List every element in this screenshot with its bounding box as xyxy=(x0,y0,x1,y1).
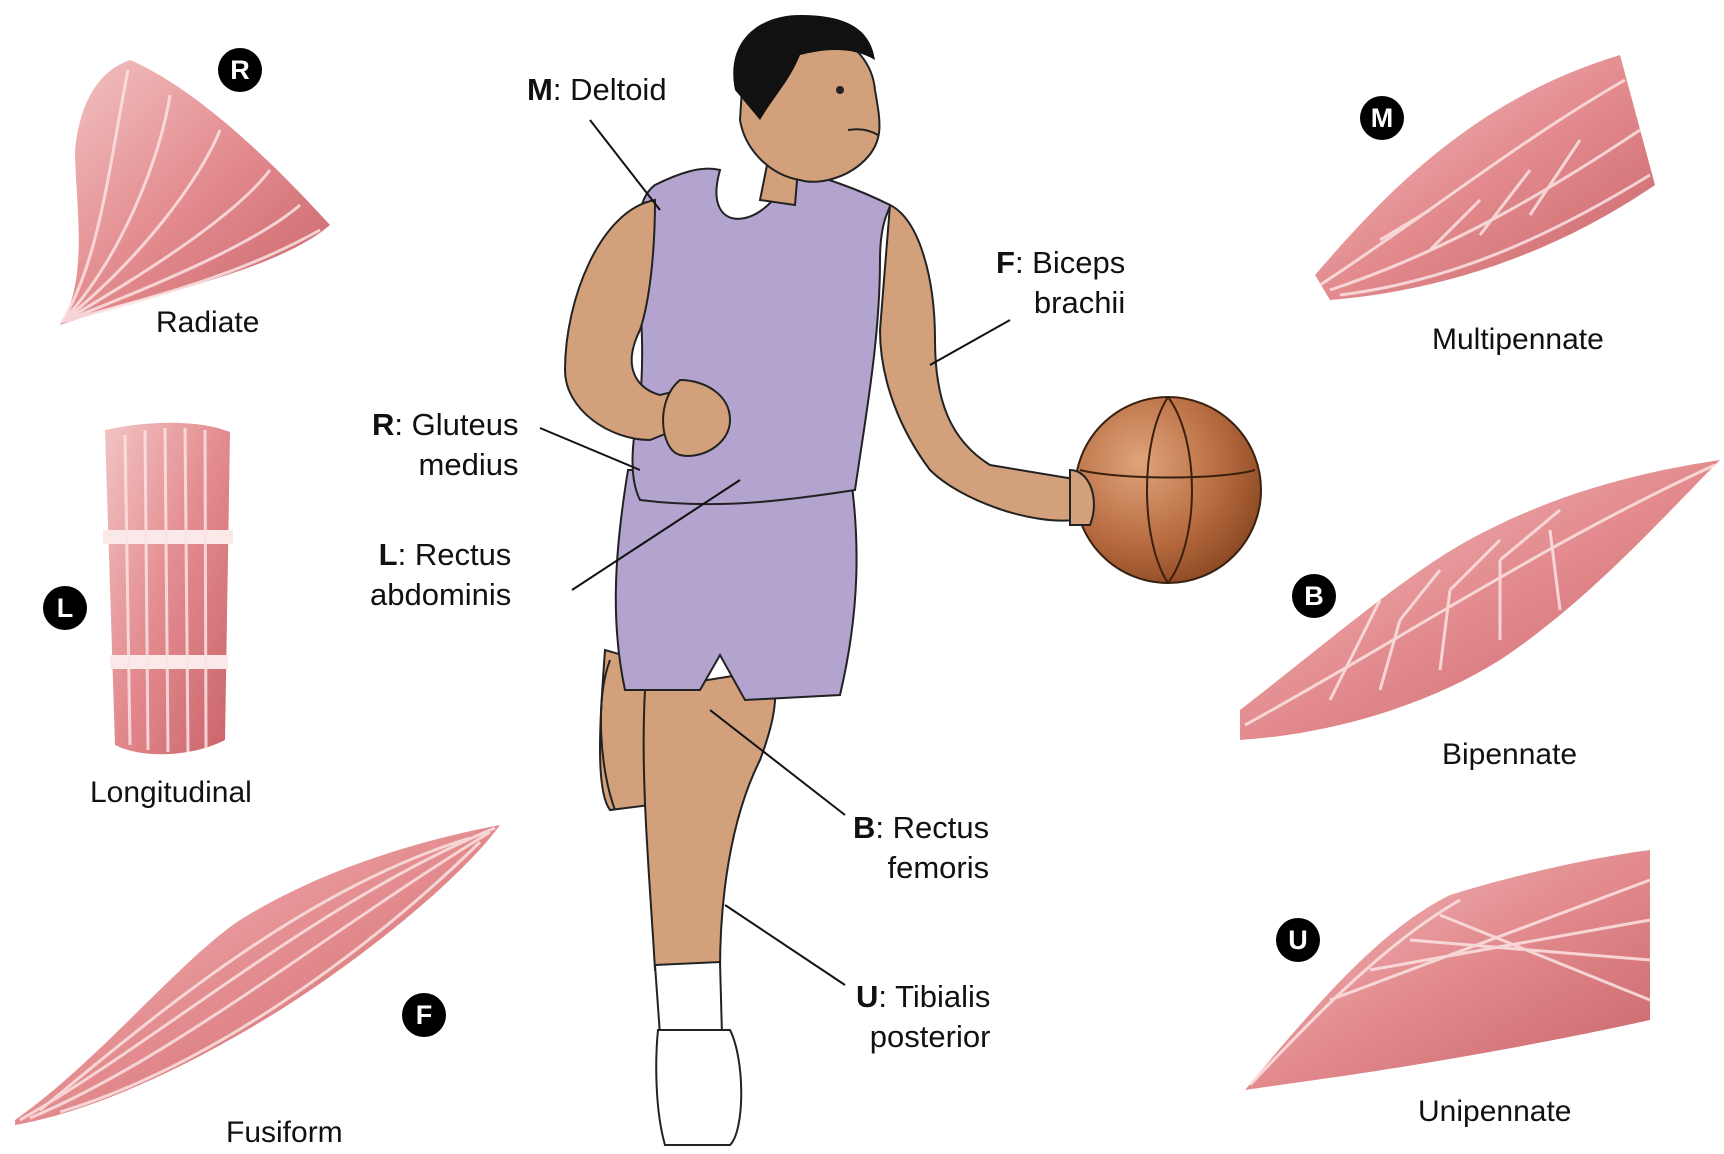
basketball-player xyxy=(565,15,1261,1145)
longitudinal-muscle xyxy=(103,423,233,754)
bipennate-caption: Bipennate xyxy=(1442,737,1577,773)
deltoid-label: M: Deltoid xyxy=(527,70,667,110)
multipennate-caption: Multipennate xyxy=(1432,322,1604,358)
longitudinal-badge: L xyxy=(43,586,87,630)
fusiform-badge: F xyxy=(402,993,446,1037)
radiate-muscle xyxy=(60,60,330,325)
tibialis-label: U: Tibialis posterior xyxy=(856,977,990,1057)
fusiform-muscle xyxy=(15,825,500,1125)
radiate-caption: Radiate xyxy=(156,305,259,341)
radiate-badge: R xyxy=(218,48,262,92)
fusiform-caption: Fusiform xyxy=(226,1115,343,1151)
unipennate-caption: Unipennate xyxy=(1418,1094,1571,1130)
longitudinal-caption: Longitudinal xyxy=(90,775,252,811)
rectus-femoris-label: B: Rectus femoris xyxy=(853,808,989,888)
multipennate-badge: M xyxy=(1360,96,1404,140)
multipennate-muscle xyxy=(1315,55,1655,300)
unipennate-badge: U xyxy=(1276,918,1320,962)
unipennate-muscle xyxy=(1245,850,1650,1090)
gluteus-label: R: Gluteus medius xyxy=(372,405,518,485)
rectus-abdominis-label: L: Rectus abdominis xyxy=(370,535,511,615)
biceps-label: F: Biceps brachii xyxy=(996,243,1125,323)
bipennate-badge: B xyxy=(1292,574,1336,618)
